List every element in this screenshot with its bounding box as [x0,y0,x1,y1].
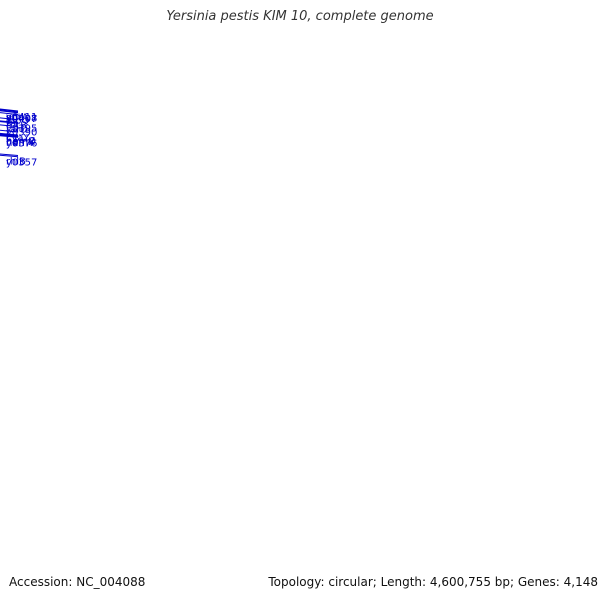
reverse-gene-label: y0376 [6,138,37,149]
reverse-gene-label: hemY [6,138,35,149]
reverse-gene-label: y0395 [6,124,37,135]
reverse-gene-label: hemC [6,136,35,147]
reverse-gene-label: y0390 [6,128,37,139]
reverse-gene-label: rhtB [6,121,27,132]
reverse-gene-label: y0407 [6,114,37,125]
map-title: Yersinia pestis KIM 10, complete genome [166,9,434,24]
reverse-gene-label: y0357 [6,158,37,169]
reverse-gene-label: hemD [6,137,36,148]
gene-labels: reptrxArhorfewzzEwecBwecCrffGrffHwecDwec… [6,112,37,169]
reverse-gene-label: y0408 [6,113,37,124]
reverse-gene-label: y0411 [6,112,37,123]
reverse-gene-label: cyaY [6,133,31,144]
label-leader-line [0,110,19,114]
label-leader-line [0,112,19,116]
label-leader-line [0,108,19,113]
genome-summary-text: Topology: circular; Length: 4,600,755 bp… [268,575,598,589]
reverse-gene-label: rarD [6,124,28,135]
accession-text: Accession: NC_004088 [9,575,146,589]
label-leader-line [0,109,19,113]
label-leader-line [0,108,19,112]
reverse-gene-label: hemX [6,137,35,148]
reverse-gene-label: rhlB [6,156,26,167]
reverse-gene-label: glpQ [6,116,29,127]
reverse-gene-label: zntA [6,113,29,124]
